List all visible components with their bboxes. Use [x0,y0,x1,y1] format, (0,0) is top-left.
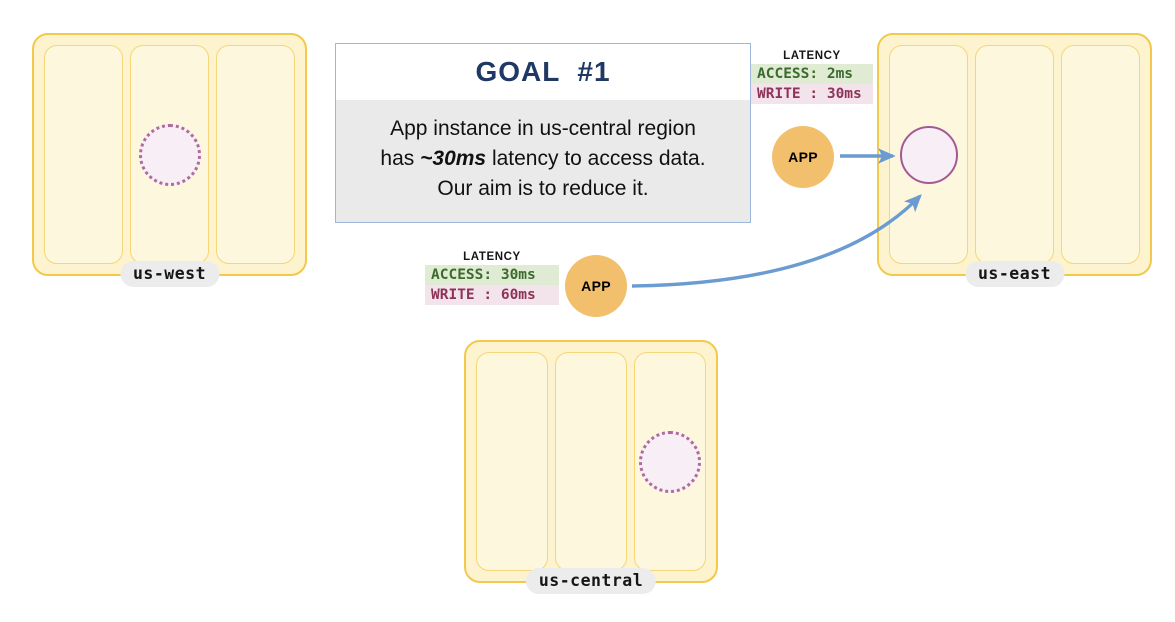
zone-us-central-a[interactable] [476,352,548,571]
goal-card: GOAL #1 App instance in us-central regio… [335,43,751,223]
region-us-east[interactable]: us-east [877,33,1152,287]
region-label-us-east: us-east [964,261,1065,287]
zone-us-west-c[interactable] [216,45,295,264]
goal-body-line-2-pre: has [380,146,421,170]
region-us-west[interactable]: us-west [32,33,307,287]
latency-title: LATENCY [463,251,521,263]
region-label-us-central: us-central [525,568,657,594]
zone-us-west-b[interactable] [130,45,209,264]
latency-write-row: WRITE : 30ms [751,84,873,104]
replica-us-east[interactable] [899,125,958,184]
goal-card-body: App instance in us-central region has ~3… [336,100,750,222]
zone-us-central-b[interactable] [555,352,627,571]
app-node-us-central[interactable]: APP [565,255,627,317]
zone-us-east-c[interactable] [1061,45,1140,264]
app-node-label: APP [788,149,818,165]
zone-us-east-b[interactable] [975,45,1054,264]
region-label-us-west: us-west [119,261,220,287]
goal-card-header: GOAL #1 [336,44,750,100]
replica-placeholder-us-west[interactable] [138,123,201,186]
latency-title: LATENCY [783,50,841,62]
goal-body-line-2-post: latency to access data. [486,146,706,170]
latency-access-row: ACCESS: 2ms [751,64,873,84]
zone-us-east-a[interactable] [889,45,968,264]
goal-body-line-3: Our aim is to reduce it. [437,176,649,200]
app-node-label: APP [581,278,611,294]
app-node-us-east[interactable]: APP [772,126,834,188]
latency-write-row: WRITE : 60ms [425,285,559,305]
goal-body-latency-emphasis: ~30ms [420,146,487,170]
goal-body-line-2: has ~30ms latency to access data. [352,144,734,174]
goal-title: GOAL #1 [475,56,611,87]
latency-box-us-east: LATENCY ACCESS: 2ms WRITE : 30ms [751,50,873,104]
goal-body-line-1: App instance in us-central region [390,117,696,140]
region-us-central[interactable]: us-central [464,340,718,594]
zone-us-west-a[interactable] [44,45,123,264]
zone-us-central-c[interactable] [634,352,706,571]
latency-box-us-central: LATENCY ACCESS: 30ms WRITE : 60ms [425,251,559,305]
latency-access-row: ACCESS: 30ms [425,265,559,285]
replica-placeholder-us-central[interactable] [639,430,701,493]
